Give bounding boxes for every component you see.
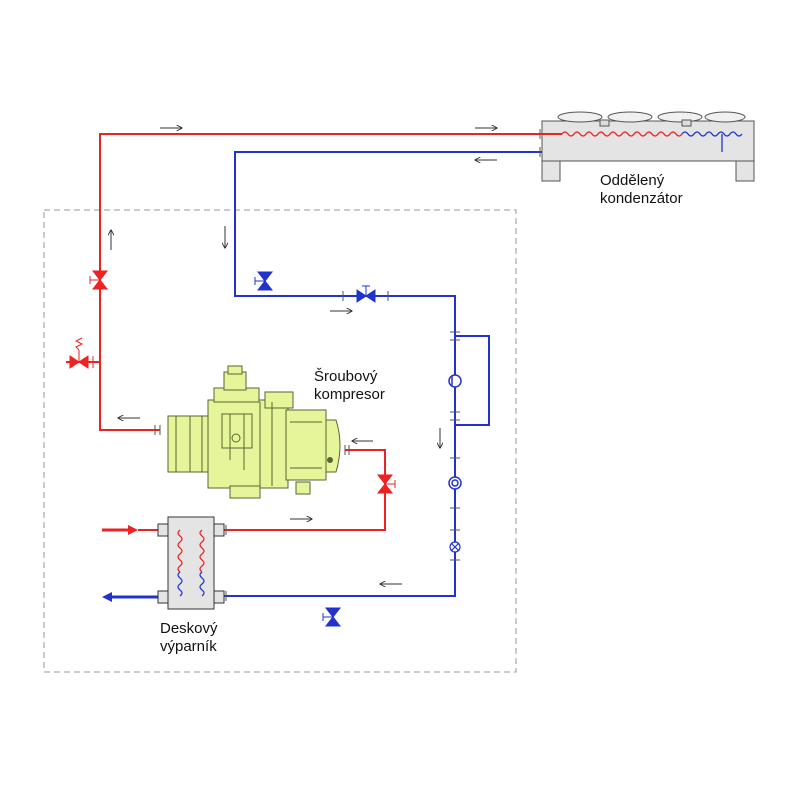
- evaporator-label: Deskový výparník: [160, 620, 218, 656]
- plate-evaporator: [157, 516, 225, 610]
- condenser-label-line2: kondenzátor: [600, 190, 683, 207]
- flow-arrows: [111, 128, 497, 584]
- condenser-coil-hot: [561, 131, 683, 137]
- condenser-label-line1: Oddělený: [600, 172, 665, 189]
- evaporator-coil-cold-right: [199, 571, 205, 597]
- evaporator-coil-hot-left: [177, 529, 183, 573]
- suction-valve-icon: [376, 474, 396, 494]
- condenser-coil-cold: [681, 131, 743, 137]
- flange-marks: [154, 129, 541, 601]
- condenser: [541, 111, 755, 182]
- filter-drier-icon: [448, 374, 462, 388]
- condenser-label: Oddělený kondenzátor: [600, 172, 683, 208]
- solenoid-valve-icon: [449, 541, 461, 553]
- liquid-line: [222, 151, 542, 597]
- discharge-line: [99, 133, 562, 431]
- compressor-label-line1: Šroubový: [314, 368, 378, 385]
- discharge-valve-icon: [89, 270, 109, 290]
- water-inlet: [102, 525, 158, 535]
- water-outlet: [102, 592, 158, 602]
- compressor-label: Šroubový kompresor: [314, 368, 385, 404]
- evaporator-coil-cold-left: [177, 571, 183, 597]
- bypass-loop: [455, 335, 490, 426]
- compressor-label-line2: kompresor: [314, 386, 385, 403]
- relief-valve-icon: [69, 337, 94, 369]
- screw-compressor: [167, 365, 341, 499]
- sight-glass-icon: [448, 476, 462, 490]
- liquid-shutoff-valve-icon: [356, 285, 376, 303]
- evaporator-label-line1: Deskový: [160, 620, 218, 637]
- expansion-valve-icon: [322, 607, 342, 627]
- condenser-fan-icons: [557, 111, 746, 127]
- unit-boundary: [43, 209, 517, 673]
- liquid-service-valve-icon: [254, 271, 274, 291]
- evaporator-coil-hot-right: [199, 529, 205, 573]
- evaporator-label-line2: výparník: [160, 638, 217, 655]
